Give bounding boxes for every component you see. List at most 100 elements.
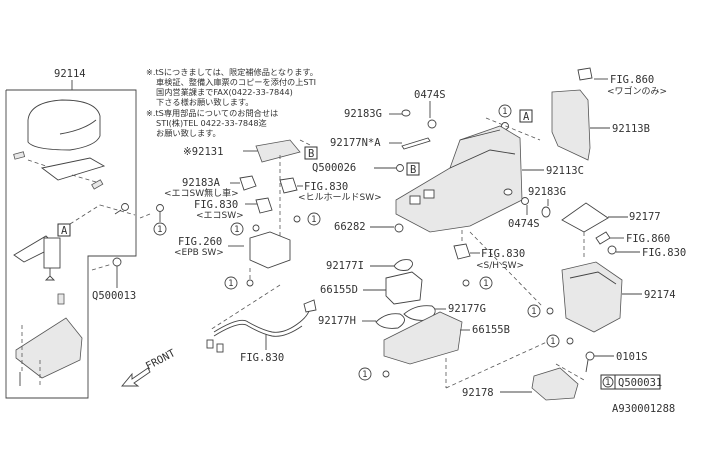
fastener-q500013: Q500013 (91, 257, 136, 302)
part-label-66155d[interactable]: 66155D (320, 284, 358, 296)
epb-switch (249, 231, 291, 269)
circle-one-marker (479, 276, 493, 290)
note-line: 下さる様お願い致します。 (156, 97, 253, 107)
front-label: FRONT (144, 347, 178, 373)
part-label-92178[interactable]: 92178 (462, 387, 494, 399)
marker-b (406, 162, 420, 176)
part-label-0474s-top[interactable]: 0474S (414, 89, 446, 101)
svg-text:1: 1 (228, 279, 233, 289)
trim-92177: 92177 FIG.860 FIG.830 (561, 202, 686, 260)
bolt-left: 1 (139, 204, 167, 236)
part-sublabel-fig830-sh: <S/H SW> (476, 261, 524, 271)
center-console-92113c: 0474S 92183G 92177N*A Q500026 B 1 A 9211… (312, 89, 584, 307)
part-label-92177na[interactable]: 92177N*A (330, 137, 381, 149)
switch-sh-fig830: FIG.830 <S/H SW> 1 (453, 230, 525, 290)
part-sublabel-fig260: <EPB SW> (174, 248, 224, 258)
marker-b-text: B (410, 164, 416, 176)
part-label-66282[interactable]: 66282 (334, 221, 366, 233)
part-label-fig830-eco[interactable]: FIG.830 (194, 199, 238, 211)
part-label-92114[interactable]: 92114 (54, 68, 86, 80)
part-label-fig830-hillhold[interactable]: FIG.830 (304, 181, 348, 193)
marker-a-text: A (523, 111, 530, 123)
part-sublabel-fig830-eco: <エコSW> (196, 211, 244, 221)
part-label-fig830-sh[interactable]: FIG.830 (481, 248, 525, 260)
front-arrow: FRONT (121, 347, 178, 387)
front-arrow-icon (121, 367, 151, 387)
part-sublabel-fig830-hillhold: <ヒルホールドSW> (298, 192, 382, 203)
part-label-92113c[interactable]: 92113C (546, 165, 584, 177)
screw-icon (114, 203, 129, 215)
tray-92174: 92174 1 1 (527, 261, 676, 348)
part-label-fig830-right[interactable]: FIG.830 (642, 247, 686, 259)
note-line: 車検証、整備入庫票のコピーを添付の上STI (156, 77, 316, 87)
part-label-0474s-right[interactable]: 0474S (508, 218, 540, 230)
marker-a (57, 223, 71, 237)
circle-one-marker (546, 334, 560, 348)
part-label-0101s[interactable]: 0101S (616, 351, 648, 363)
circle-one-marker (527, 304, 541, 318)
circle-one-marker (153, 222, 167, 236)
legend-part[interactable]: Q500031 (618, 377, 662, 389)
bracket-92178: 92178 (462, 363, 585, 401)
note-line: 国内営業課までFAX(0422-33-7844) (156, 87, 293, 97)
svg-text:1: 1 (311, 215, 316, 225)
part-label-92177h[interactable]: 92177H (318, 315, 356, 327)
legend-symbol: 1 (605, 378, 610, 388)
svg-text:1: 1 (502, 107, 507, 117)
part-label-66155b[interactable]: 66155B (472, 324, 510, 336)
part-sublabel-fig860-top: <ワゴンのみ> (607, 85, 667, 97)
marker-b (304, 146, 318, 160)
part-label-92131[interactable]: ※92131 (183, 146, 223, 158)
circle-one-marker (224, 276, 238, 290)
part-label-92113b[interactable]: 92113B (612, 123, 650, 135)
fastener-legend: 1 Q500031 (600, 374, 662, 390)
svg-text:1: 1 (157, 225, 162, 235)
bolt-0101s: 0101S (585, 351, 648, 373)
cup-holder-66155b (383, 311, 463, 365)
marker-b-text: B (308, 148, 314, 160)
note-line: STI(株)TEL 0422-33-7848迄 (156, 118, 267, 128)
part-label-92177i[interactable]: 92177I (326, 260, 364, 272)
part-label-92177[interactable]: 92177 (629, 211, 661, 223)
svg-text:1: 1 (234, 225, 239, 235)
part-label-fig860-top[interactable]: FIG.860 (610, 74, 654, 86)
part-label-92183g-top[interactable]: 92183G (344, 108, 382, 120)
switch-panel-92131: ※92131 B 92183A <エコSW無し車> FIG.830 <ヒルホール… (164, 139, 382, 290)
part-label-fig860-right[interactable]: FIG.860 (626, 233, 670, 245)
circle-one-marker (230, 222, 244, 236)
side-trim-92113b: FIG.860 <ワゴンのみ> 92113B (551, 67, 667, 161)
part-label-92174[interactable]: 92174 (644, 289, 676, 301)
hillhold-switch (279, 177, 298, 194)
part-sublabel-92183a: <エコSW無し車> (164, 187, 239, 199)
part-label-92183a[interactable]: 92183A (182, 177, 221, 189)
notes-block: ※.tSにつきましては、限定補修品となります。 車検証、整備入庫票のコピーを添付… (146, 67, 318, 138)
armrest-base (15, 317, 83, 379)
circle-one-marker (358, 367, 372, 381)
armrest-assembly-92114: 92114 A (5, 68, 137, 399)
part-label-q500026[interactable]: Q500026 (312, 162, 356, 174)
circle-one-marker (307, 212, 321, 226)
marker-a (519, 109, 533, 123)
note-line: お願い致します。 (156, 128, 221, 138)
armrest-lid (27, 99, 101, 151)
marker-a-text: A (61, 225, 68, 237)
armrest-hinge-plate (40, 157, 106, 181)
cup-holder-parts: 92177I 66155D 92177H 92177G 66155B 1 (318, 259, 561, 389)
part-label-92183g-right[interactable]: 92183G (528, 186, 566, 198)
note-line: ※.tSにつきましては、限定補修品となります。 (146, 67, 318, 77)
svg-text:1: 1 (531, 307, 536, 317)
plug-66282: 66282 (334, 221, 404, 233)
note-line: ※.tS専用部品についてのお問合せは (146, 108, 278, 118)
console-body (395, 125, 523, 233)
circle-one-marker (498, 104, 512, 118)
svg-text:1: 1 (483, 279, 488, 289)
part-label-q500013[interactable]: Q500013 (92, 290, 136, 302)
assembly-frame (5, 89, 137, 399)
part-label-92177g[interactable]: 92177G (448, 303, 486, 315)
diagram-id: A930001288 (612, 403, 675, 415)
part-label-fig260[interactable]: FIG.260 (178, 236, 222, 248)
svg-text:1: 1 (362, 370, 367, 380)
harness-fig830: FIG.830 (206, 284, 317, 364)
part-label-fig830-harness[interactable]: FIG.830 (240, 352, 284, 364)
